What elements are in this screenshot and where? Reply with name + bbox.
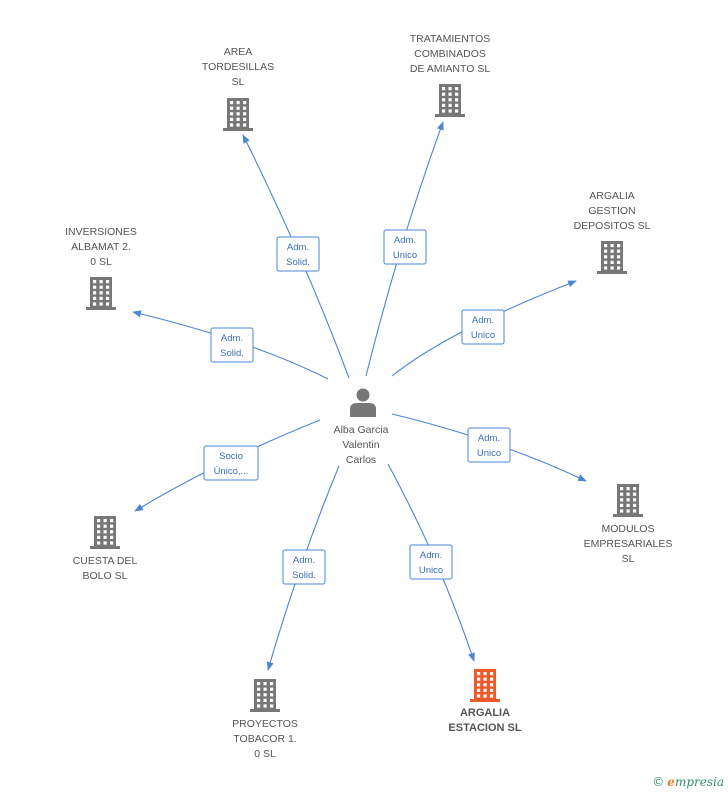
building-icon[interactable] <box>250 679 280 712</box>
company-label-tratamientos: TRATAMIENTOS COMBINADOS DE AMIANTO SL <box>410 33 491 75</box>
copyright-symbol: © <box>652 775 665 789</box>
role-badge-area-tordesillas[interactable]: Adm. Solid. <box>276 236 320 272</box>
role-text-line: Adm. <box>478 433 500 444</box>
role-badge-argalia-gestion[interactable]: Adm. Unico <box>461 309 505 345</box>
center-person-name-line: Carlos <box>346 454 376 466</box>
company-label-argalia-estacion-line: ESTACION SL <box>448 722 521 734</box>
company-label-proyectos-tobacor-line: 0 SL <box>254 748 276 760</box>
company-label-cuesta-bolo-line: BOLO SL <box>83 570 128 582</box>
center-person-name-line: Alba Garcia <box>334 424 389 436</box>
company-label-area-tordesillas-line: TORDESILLAS <box>202 61 274 73</box>
company-label-modulos-line: MODULOS <box>601 523 654 535</box>
role-text: Adm. Solid. <box>292 555 316 581</box>
building-icon[interactable] <box>223 98 253 131</box>
company-label-argalia-estacion: ARGALIA ESTACION SL <box>448 707 521 734</box>
company-label-argalia-gestion-line: ARGALIA <box>589 190 635 202</box>
role-badge-tratamientos[interactable]: Adm. Unico <box>383 229 427 265</box>
company-label-inversiones-albamat: INVERSIONES ALBAMAT 2. 0 SL <box>65 226 137 268</box>
role-text-line: Solid. <box>220 348 244 359</box>
role-text-line: Unico <box>419 565 443 576</box>
building-icon[interactable] <box>597 241 627 274</box>
role-badge-modulos[interactable]: Adm. Unico <box>467 427 511 463</box>
role-text-line: Único,... <box>214 466 249 477</box>
edges-layer: Adm.Solid.Adm.UnicoAdm.UnicoAdm.Solid.Ad… <box>132 121 587 671</box>
role-text: Adm. Solid. <box>220 333 244 359</box>
company-label-modulos-line: EMPRESARIALES <box>584 538 673 550</box>
company-label-argalia-gestion: ARGALIA GESTION DEPOSITOS SL <box>574 190 651 232</box>
role-badge-proyectos-tobacor[interactable]: Adm. Solid. <box>282 549 326 585</box>
brand-footer: ©empresia <box>652 775 724 789</box>
role-badge-argalia-estacion[interactable]: Adm. Unico <box>409 544 453 580</box>
brand-initial: e <box>667 775 675 789</box>
role-text: Adm. Unico <box>419 550 443 576</box>
role-text: Adm. Unico <box>393 235 417 261</box>
role-text-line: Solid. <box>286 257 310 268</box>
role-text: Adm. Solid. <box>286 242 310 268</box>
role-text-line: Adm. <box>287 242 309 253</box>
role-badge-inversiones-albamat[interactable]: Adm. Solid. <box>210 327 254 363</box>
person-icon[interactable] <box>350 388 376 418</box>
company-label-tratamientos-line: TRATAMIENTOS <box>410 33 491 45</box>
company-label-tratamientos-line: COMBINADOS <box>414 48 486 60</box>
company-label-proyectos-tobacor: PROYECTOS TOBACOR 1. 0 SL <box>232 718 298 760</box>
building-icon[interactable] <box>613 484 643 517</box>
company-label-argalia-gestion-line: GESTION <box>588 205 635 217</box>
company-label-proyectos-tobacor-line: TOBACOR 1. <box>233 733 296 745</box>
role-text: Adm. Unico <box>477 433 501 459</box>
brand-name: mpresia <box>674 775 724 789</box>
role-text-line: Solid. <box>292 570 316 581</box>
role-text-line: Adm. <box>420 550 442 561</box>
company-label-area-tordesillas-line: AREA <box>224 46 253 58</box>
building-icon[interactable] <box>470 669 500 702</box>
role-text-line: Adm. <box>394 235 416 246</box>
building-icon[interactable] <box>90 516 120 549</box>
company-label-modulos: MODULOS EMPRESARIALES SL <box>584 523 673 565</box>
company-label-inversiones-albamat-line: INVERSIONES <box>65 226 137 238</box>
company-label-tratamientos-line: DE AMIANTO SL <box>410 63 490 75</box>
role-text-line: Adm. <box>472 315 494 326</box>
company-label-modulos-line: SL <box>622 553 635 565</box>
company-label-proyectos-tobacor-line: PROYECTOS <box>232 718 298 730</box>
role-text-line: Socio <box>219 451 243 462</box>
building-icon[interactable] <box>435 84 465 117</box>
company-label-argalia-estacion-line: ARGALIA <box>460 707 510 719</box>
role-text-line: Unico <box>477 448 501 459</box>
company-label-cuesta-bolo-line: CUESTA DEL <box>73 555 138 567</box>
role-text-line: Adm. <box>293 555 315 566</box>
role-text-line: Unico <box>393 250 417 261</box>
company-label-cuesta-bolo: CUESTA DEL BOLO SL <box>73 555 138 582</box>
center-person-name-line: Valentin <box>342 439 379 451</box>
company-label-area-tordesillas-line: SL <box>232 76 245 88</box>
role-text-line: Unico <box>471 330 495 341</box>
company-label-inversiones-albamat-line: ALBAMAT 2. <box>71 241 131 253</box>
role-text: Adm. Unico <box>471 315 495 341</box>
company-label-area-tordesillas: AREA TORDESILLAS SL <box>202 46 274 88</box>
role-text-line: Adm. <box>221 333 243 344</box>
company-label-inversiones-albamat-line: 0 SL <box>90 256 112 268</box>
company-label-argalia-gestion-line: DEPOSITOS SL <box>574 220 651 232</box>
building-icon[interactable] <box>86 277 116 310</box>
